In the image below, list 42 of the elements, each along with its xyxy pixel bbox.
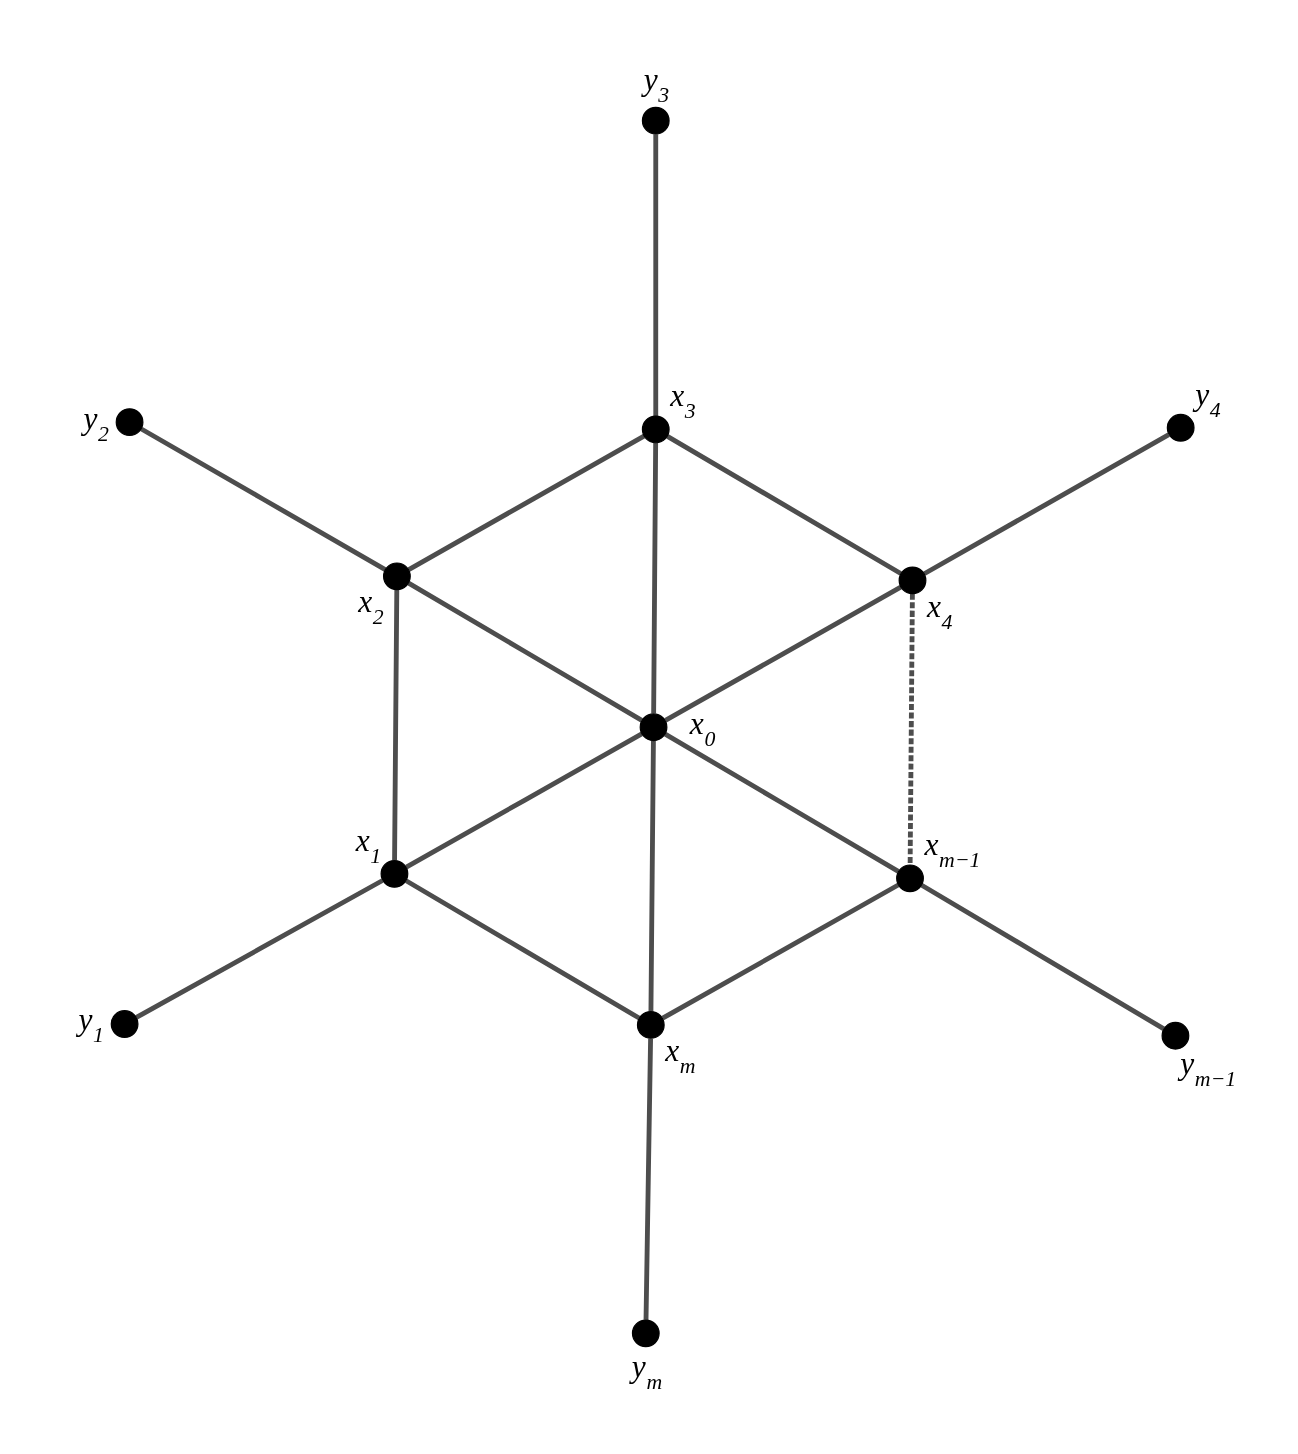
connector [648,740,656,1012]
node-circle [641,415,670,444]
connector [653,134,659,416]
node-label: x$_{m−1}$ [924,827,981,873]
node-circle [898,566,927,595]
node-label: x$_{m}$ [665,1033,696,1079]
node-circle [641,106,670,135]
node-circle [631,1319,660,1348]
connector [643,1038,653,1320]
connector [907,593,915,865]
node-label: y$_{3}$ [643,62,670,108]
node-label: y$_{2}$ [83,400,109,446]
node-label: x$_{1}$ [355,822,382,868]
node-circle [110,1010,139,1038]
node-circle [115,408,144,437]
node-label: y$_{1}$ [78,1002,105,1048]
connector [666,434,902,576]
connector [140,426,387,572]
node-circle [1161,1021,1190,1050]
node-circle [896,864,924,893]
connector [661,882,900,1021]
node-circle [383,562,411,591]
connector [407,434,646,572]
node-circle [639,713,668,742]
connector [392,589,400,861]
node-circle [636,1011,665,1039]
connector [923,432,1170,576]
node-label: x$_{4}$ [927,588,953,634]
connector [135,878,384,1020]
connector [407,581,643,723]
node-label: y$_{m}$ [631,1348,663,1394]
connector [405,731,643,870]
node-label: x$_{2}$ [358,584,384,630]
connector [664,732,900,874]
node-circle [1166,413,1195,442]
connector [651,443,659,714]
node-circle [380,859,409,888]
node-label: x$_{3}$ [670,378,696,424]
connector [664,585,902,723]
connector [920,883,1166,1031]
connector [404,878,641,1021]
node-label: x$_{0}$ [689,705,716,751]
